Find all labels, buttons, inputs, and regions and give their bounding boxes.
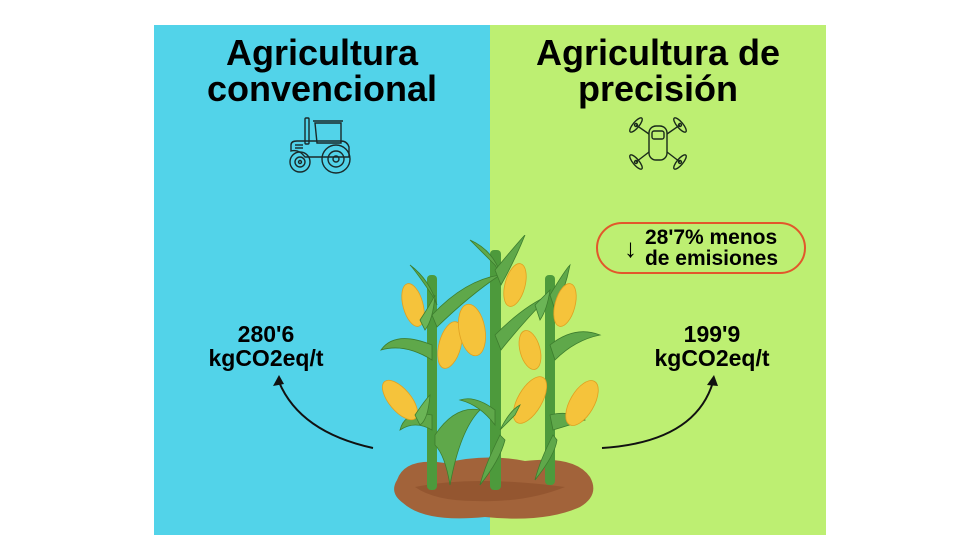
- reduction-percent: 28'7% menos: [644, 226, 778, 249]
- tractor-icon: [285, 115, 357, 177]
- emissions-reduction-badge: ↓ 28'7% menos de emisiones: [596, 222, 806, 274]
- conventional-emissions: 280'6 kgCO2eq/t: [196, 322, 336, 370]
- down-arrow-icon: ↓: [623, 233, 637, 263]
- drone-icon: [627, 116, 689, 174]
- reduction-label: de emisiones: [644, 247, 779, 270]
- arrow-to-precision-icon: [601, 375, 718, 449]
- precision-emissions: 199'9 kgCO2eq/t: [642, 322, 782, 370]
- conventional-value: 280'6: [237, 321, 295, 347]
- conventional-unit: kgCO2eq/t: [208, 345, 324, 371]
- precision-title: Agricultura de precisión: [535, 32, 781, 109]
- precision-value: 199'9: [683, 321, 741, 347]
- corn-plants-illustration: [380, 235, 602, 519]
- conventional-title: Agricultura convencional: [206, 32, 438, 109]
- precision-unit: kgCO2eq/t: [654, 345, 770, 371]
- arrow-to-conventional-icon: [273, 375, 374, 449]
